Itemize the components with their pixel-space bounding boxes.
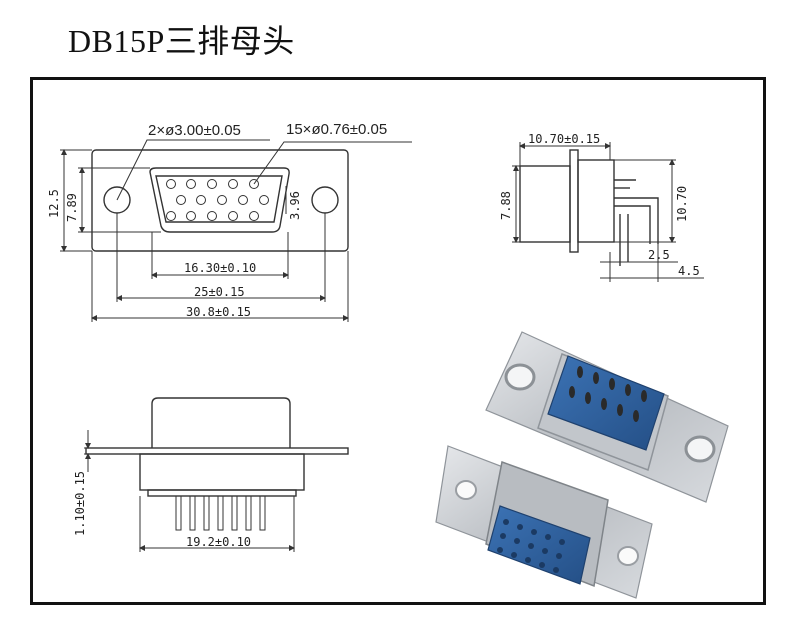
pins-note: 15×ø0.76±0.05 [286, 121, 387, 138]
shell-height-label: 3.96 [288, 191, 302, 220]
back-pins [569, 366, 647, 422]
pin-offset-2-label: 4.5 [678, 264, 700, 278]
bottom-flange [85, 447, 349, 455]
height-left-label: 7.88 [499, 191, 513, 220]
side-shell [519, 165, 571, 243]
depth-label: 10.70±0.15 [528, 132, 600, 146]
front-photo-sockets [497, 519, 565, 573]
bottom-insulator [139, 453, 305, 491]
mount-holes-note: 2×ø3.00±0.05 [148, 122, 241, 139]
front-photo-insulator [487, 505, 591, 585]
height-right-label: 10.70 [675, 186, 689, 222]
page-title: DB15P三排母头 [68, 23, 295, 59]
flange-thickness-label: 1.10±0.15 [73, 471, 87, 536]
side-view: 10.70±0.15 7.88 10.70 2.5 4.5 [499, 132, 704, 282]
product-photo-front [435, 445, 653, 599]
side-pin-mid [614, 197, 659, 244]
front-pin-grid [166, 179, 269, 221]
front-photo-hole-right [617, 546, 639, 566]
mount-hole-right [311, 186, 339, 214]
side-insulator [577, 159, 615, 243]
bottom-pins [175, 495, 266, 531]
back-mount-hole-right [684, 435, 716, 463]
height-inner-label: 7.89 [65, 193, 79, 222]
drawing-frame [30, 77, 766, 605]
front-shell-inner [155, 175, 283, 223]
bottom-shell [151, 397, 291, 448]
front-shell-outer [149, 167, 290, 233]
front-view: 2×ø3.00±0.05 15×ø0.76±0.05 12.5 7.89 3.9… [47, 121, 412, 322]
front-flange [91, 149, 349, 252]
total-width-label: 30.8±0.15 [186, 305, 251, 319]
pin-span-label: 19.2±0.10 [186, 535, 251, 549]
holes-width-label: 25±0.15 [194, 285, 245, 299]
shell-width-label: 16.30±0.10 [184, 261, 256, 275]
bottom-view: 1.10±0.15 19.2±0.10 [73, 397, 349, 552]
height-outer-label: 12.5 [47, 189, 61, 218]
product-photo-back [485, 331, 729, 503]
pin-offset-1-label: 2.5 [648, 248, 670, 262]
leader-pins [253, 141, 412, 185]
back-mount-hole-left [504, 363, 536, 391]
front-photo-hole-left [455, 480, 477, 500]
side-flange [569, 149, 579, 253]
leader-mount-holes [116, 139, 270, 201]
